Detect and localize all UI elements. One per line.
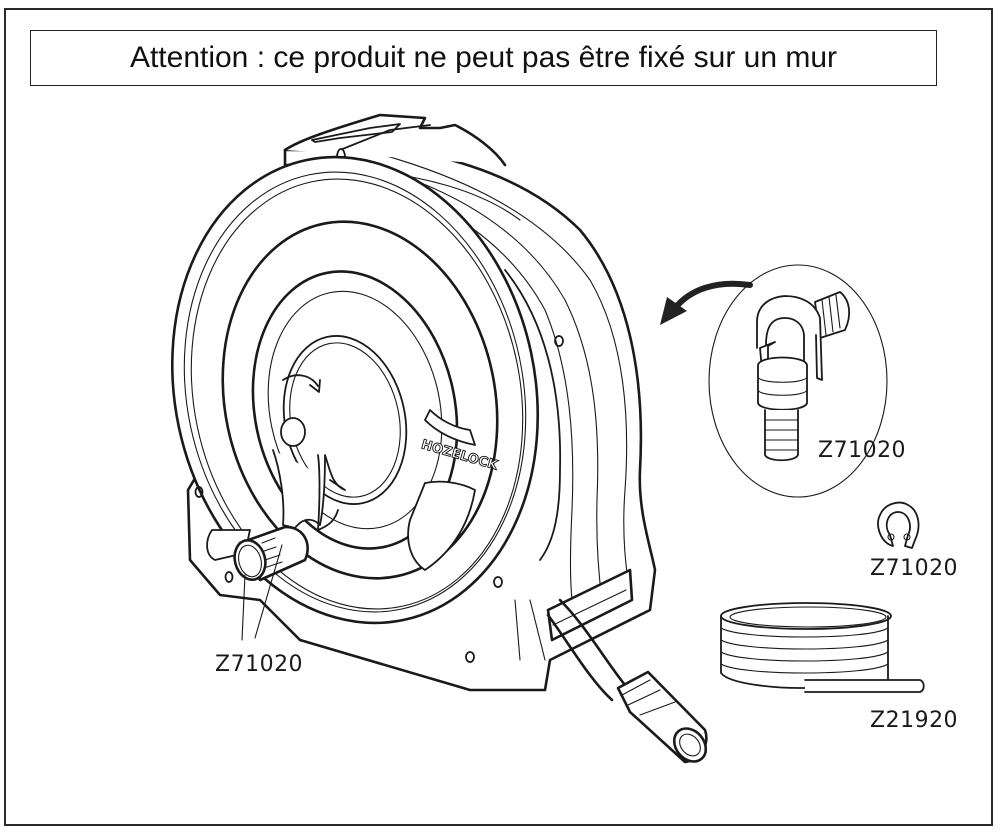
hose-connector (616, 670, 708, 764)
hose-coil-part (720, 602, 925, 693)
part-label-hose-coil: Z21920 (870, 708, 959, 733)
warning-banner: Attention : ce produit ne peut pas être … (30, 30, 937, 86)
hose-exit (546, 568, 634, 702)
circlip-part (877, 501, 920, 549)
elbow-connector-detail (708, 264, 888, 498)
crank-arm (272, 449, 346, 531)
part-label-handle-knob: Z71020 (215, 652, 304, 677)
part-label-circlip: Z71020 (870, 556, 959, 581)
reel-front-face (170, 155, 564, 663)
warning-text: Attention : ce produit ne peut pas être … (129, 41, 838, 74)
curved-arrow-icon (660, 280, 753, 325)
part-label-elbow-connector: Z71020 (818, 438, 907, 463)
crank-handle-knob (206, 525, 309, 641)
